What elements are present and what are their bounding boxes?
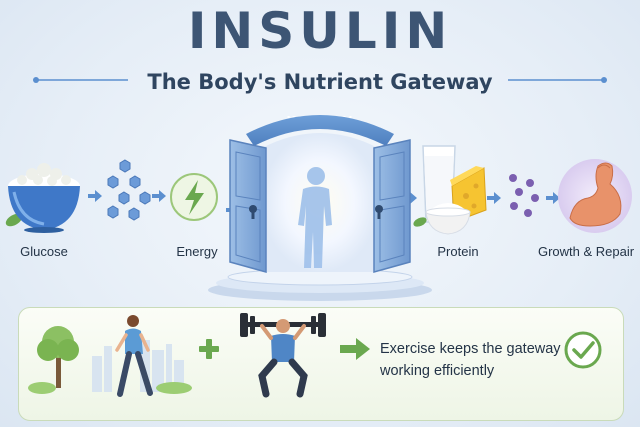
left-door bbox=[229, 139, 267, 273]
keyhole-icon bbox=[375, 205, 383, 219]
glucose-label: Glucose bbox=[20, 244, 68, 259]
protein-label: Protein bbox=[437, 244, 479, 259]
subtitle-rule bbox=[33, 77, 607, 83]
human-silhouette-icon bbox=[298, 167, 332, 268]
energy-label: Energy bbox=[176, 244, 218, 259]
page-title: INSULIN bbox=[187, 2, 453, 60]
arrow-right-icon bbox=[487, 192, 501, 204]
arrow-right-icon bbox=[152, 190, 166, 202]
energy-bolt-icon bbox=[170, 173, 218, 221]
right-door bbox=[373, 139, 411, 273]
amino-acid-icon bbox=[509, 174, 539, 217]
exercise-message: Exercise keeps the gateway working effic… bbox=[380, 341, 561, 379]
squat-lifter-icon bbox=[240, 313, 326, 398]
page-subtitle: The Body's Nutrient Gateway bbox=[147, 70, 493, 94]
gateway-platform bbox=[208, 268, 432, 301]
arrow-right-icon bbox=[340, 338, 370, 360]
plus-icon bbox=[199, 339, 219, 359]
yogurt-icon bbox=[413, 203, 471, 235]
check-circle-icon bbox=[564, 331, 602, 369]
growth-repair-label: Growth & Repair bbox=[537, 244, 635, 259]
arrow-right-icon bbox=[546, 192, 560, 204]
gateway-arch bbox=[246, 115, 394, 146]
arrow-right-icon bbox=[88, 190, 102, 202]
keyhole-icon bbox=[249, 205, 257, 219]
flexed-arm-icon bbox=[558, 159, 632, 233]
glucose-molecule-icon bbox=[107, 159, 151, 221]
rice-bowl-icon bbox=[5, 163, 80, 233]
